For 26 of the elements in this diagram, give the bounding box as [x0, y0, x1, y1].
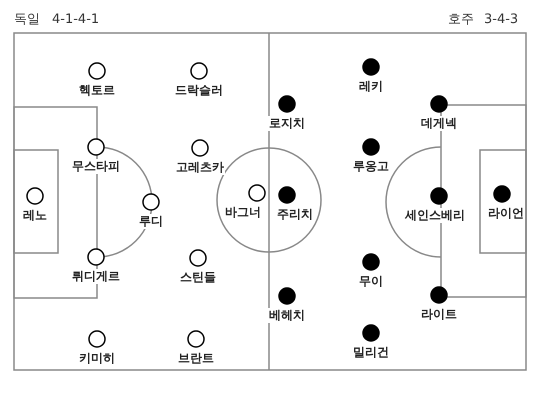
player-name: 레키: [358, 79, 384, 94]
player-name: 밀리건: [352, 345, 390, 360]
player-name: 레노: [22, 208, 48, 223]
player-name: 뤼디게르: [71, 269, 121, 284]
player-name: 베헤치: [268, 308, 306, 323]
player-name: 무스타피: [71, 159, 121, 174]
player-name: 스틴들: [179, 270, 217, 285]
player-name: 로지치: [268, 116, 306, 131]
player-name: 루옹고: [352, 159, 390, 174]
player-name: 헥토르: [78, 83, 116, 98]
player-name: 라이트: [420, 307, 458, 322]
team-name: 독일: [14, 12, 40, 27]
player-name: 데게넥: [420, 116, 458, 131]
player-name: 키미히: [78, 351, 116, 366]
player-name: 바그너: [224, 205, 262, 220]
team-name: 호주: [448, 12, 474, 27]
player-name: 드락슬러: [174, 83, 224, 98]
player-name: 브란트: [177, 351, 215, 366]
player-name: 라이언: [487, 206, 525, 221]
formation-label: 4-1-4-1: [52, 12, 100, 27]
player-name: 고레츠카: [175, 160, 225, 175]
player-name: 무이: [358, 274, 384, 289]
player-name: 루디: [138, 214, 164, 229]
formation-label: 3-4-3: [484, 12, 518, 27]
player-name: 주리치: [276, 207, 314, 222]
player-name: 세인스베리: [404, 208, 466, 223]
